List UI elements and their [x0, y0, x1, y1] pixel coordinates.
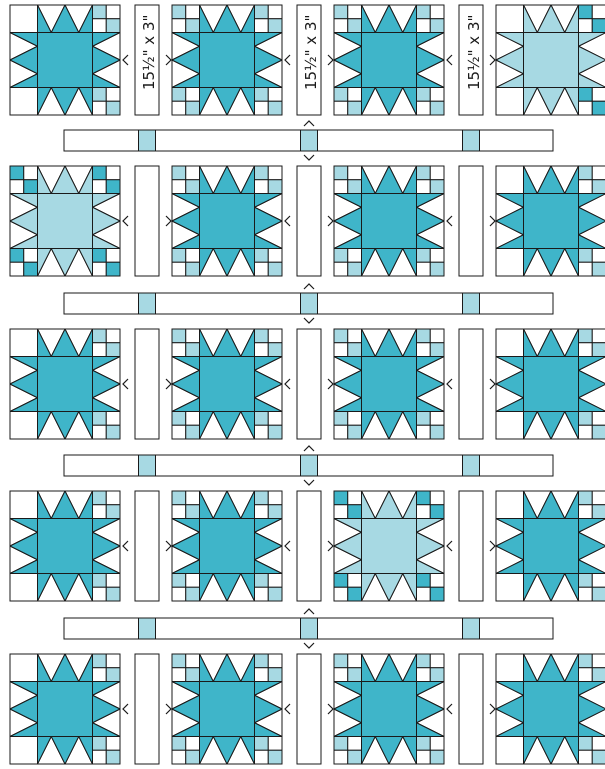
arrow-icon: [123, 541, 128, 551]
arrow-icon: [123, 379, 128, 389]
cornerstone-square: [301, 293, 318, 314]
cornerstone-square: [463, 455, 480, 476]
arrow-icon: [166, 541, 171, 551]
star-quilt-block: [496, 5, 605, 115]
arrow-icon: [304, 609, 314, 614]
arrow-icon: [328, 379, 333, 389]
cornerstone-square: [301, 455, 318, 476]
cornerstone-square: [301, 130, 318, 151]
arrow-icon: [490, 55, 495, 65]
cornerstone-square: [139, 455, 156, 476]
arrow-icon: [304, 318, 314, 323]
cornerstone-square: [301, 618, 318, 639]
arrow-icon: [328, 216, 333, 226]
vertical-sashing-strip: [135, 491, 159, 601]
star-quilt-block: [172, 329, 282, 439]
sashing-dimension-label: 15½" x 3": [465, 15, 483, 90]
arrow-icon: [285, 541, 290, 551]
arrow-icon: [123, 55, 128, 65]
arrow-icon: [304, 446, 314, 451]
vertical-sashing-strip: [459, 654, 483, 764]
vertical-sashing-strip: [297, 491, 321, 601]
arrow-icon: [304, 155, 314, 160]
cornerstone-square: [463, 618, 480, 639]
arrow-icon: [490, 704, 495, 714]
arrow-icon: [285, 55, 290, 65]
star-quilt-block: [496, 166, 605, 276]
star-quilt-block: [334, 654, 444, 764]
star-quilt-block: [172, 5, 282, 115]
arrow-icon: [123, 704, 128, 714]
arrow-icon: [304, 480, 314, 485]
arrow-icon: [304, 121, 314, 126]
arrow-icon: [166, 216, 171, 226]
arrow-icon: [123, 216, 128, 226]
star-quilt-block: [10, 166, 120, 276]
arrow-icon: [447, 541, 452, 551]
star-quilt-block: [172, 654, 282, 764]
cornerstone-square: [139, 130, 156, 151]
vertical-sashing-strip: [135, 329, 159, 439]
arrow-icon: [447, 55, 452, 65]
cornerstone-square: [139, 293, 156, 314]
cornerstone-square: [463, 130, 480, 151]
vertical-sashing-strip: [459, 166, 483, 276]
star-quilt-block: [334, 329, 444, 439]
sashing-dimension-label: 15½" x 3": [140, 15, 158, 90]
star-quilt-block: [496, 654, 605, 764]
arrow-icon: [490, 541, 495, 551]
arrow-icon: [490, 216, 495, 226]
star-quilt-block: [172, 491, 282, 601]
vertical-sashing-strip: [135, 166, 159, 276]
arrow-icon: [285, 704, 290, 714]
arrow-icon: [447, 216, 452, 226]
sashing-dimension-label: 15½" x 3": [302, 15, 320, 90]
vertical-sashing-strip: [459, 329, 483, 439]
star-quilt-block: [334, 491, 444, 601]
star-quilt-block: [172, 166, 282, 276]
star-quilt-block: [334, 166, 444, 276]
star-quilt-block: [10, 5, 120, 115]
cornerstone-square: [463, 293, 480, 314]
arrow-icon: [328, 541, 333, 551]
arrow-icon: [490, 379, 495, 389]
star-quilt-block: [10, 654, 120, 764]
arrow-icon: [447, 379, 452, 389]
vertical-sashing-strip: [135, 654, 159, 764]
arrow-icon: [328, 704, 333, 714]
arrow-icon: [285, 379, 290, 389]
star-quilt-block: [496, 491, 605, 601]
star-quilt-block: [10, 329, 120, 439]
arrow-icon: [166, 55, 171, 65]
cornerstone-square: [139, 618, 156, 639]
star-quilt-block: [496, 329, 605, 439]
vertical-sashing-strip: [297, 654, 321, 764]
vertical-sashing-strip: [297, 329, 321, 439]
star-quilt-block: [334, 5, 444, 115]
arrow-icon: [166, 379, 171, 389]
vertical-sashing-strip: [297, 166, 321, 276]
arrow-icon: [304, 284, 314, 289]
arrow-icon: [328, 55, 333, 65]
arrow-icon: [304, 643, 314, 648]
arrow-icon: [285, 216, 290, 226]
arrow-icon: [447, 704, 452, 714]
vertical-sashing-strip: [459, 491, 483, 601]
arrow-icon: [166, 704, 171, 714]
star-quilt-block: [10, 491, 120, 601]
